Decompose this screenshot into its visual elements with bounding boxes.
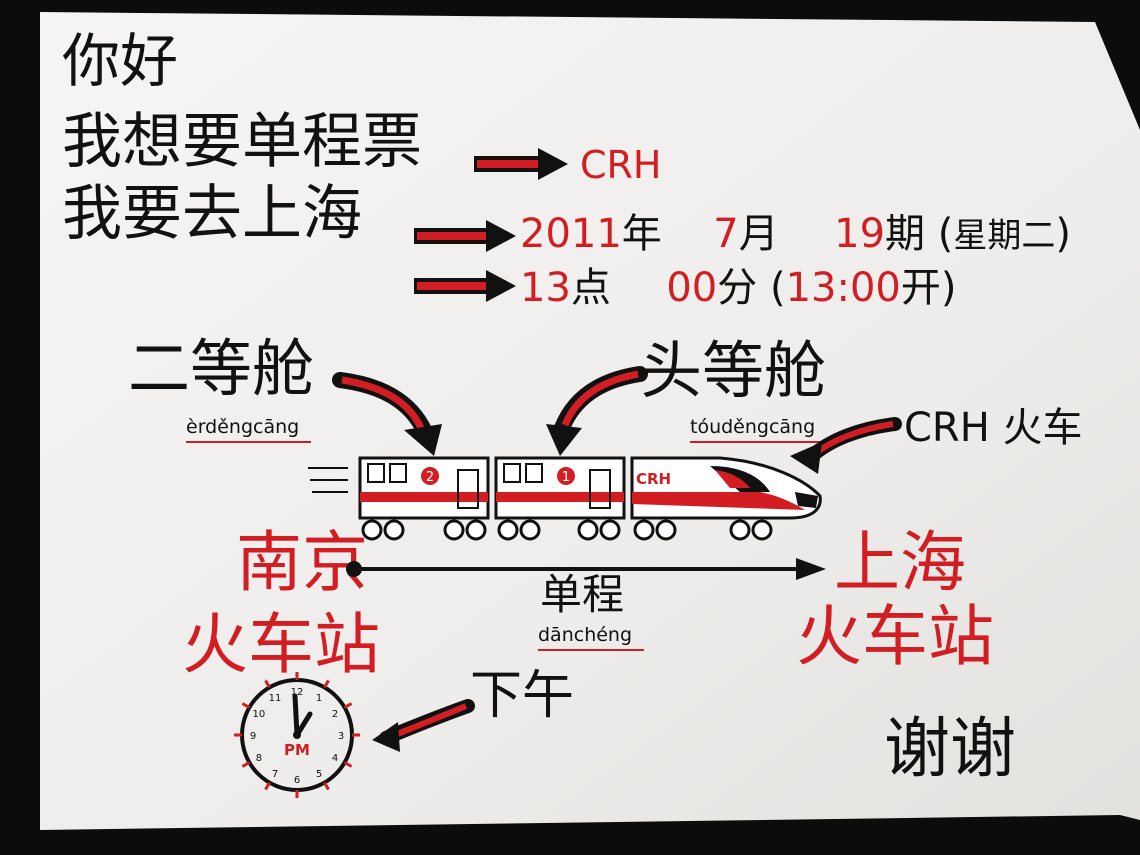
first-class-pinyin: tóuděngcāng — [690, 416, 828, 443]
clock-tick — [323, 781, 330, 791]
destination-request: 我要去上海 — [62, 179, 362, 249]
time-hour-unit: 点 — [570, 265, 611, 311]
clock-tick — [264, 679, 271, 689]
wheels — [361, 519, 773, 541]
first-class-label: 头等舱 — [640, 334, 827, 407]
arrow-icon — [414, 220, 516, 252]
date-month-unit: 月 — [738, 211, 779, 257]
clock-number: 2 — [332, 709, 338, 720]
clock-number: 6 — [294, 775, 300, 786]
first-class-car — [494, 456, 626, 520]
time-line: 13点 00分 (13:00开) — [520, 268, 956, 308]
locomotive — [630, 456, 822, 520]
greeting: 你好 — [62, 27, 179, 95]
clock-number: 1 — [316, 693, 322, 704]
crh-train-label: CRH 火车 — [904, 405, 1083, 451]
arrow-to-second-class — [332, 372, 442, 456]
depart-word: 开 — [900, 265, 941, 311]
arrow-from-afternoon — [372, 699, 475, 752]
clock-tick — [323, 679, 330, 689]
arrow-to-first-class — [546, 366, 648, 456]
arrow-icon — [414, 270, 516, 302]
origin-line1: 南京 — [236, 524, 368, 601]
train-drawing: 2 1 CRH — [308, 456, 822, 541]
date-year: 2011 — [520, 211, 622, 257]
clock-number: 10 — [253, 709, 266, 720]
route-pinyin: dānchéng — [538, 624, 645, 651]
time-minute-unit: 分 — [717, 265, 758, 311]
clock-number: 7 — [272, 769, 278, 780]
clock-tick — [241, 702, 251, 709]
date-year-unit: 年 — [621, 211, 662, 257]
clock-tick — [241, 761, 251, 768]
thanks: 谢谢 — [884, 710, 1016, 787]
destination-line1: 上海 — [834, 524, 966, 601]
date-line: 2011年 7月 19期 (星期二) — [520, 214, 1071, 254]
destination-line2: 火车站 — [796, 598, 994, 675]
route-line — [346, 558, 826, 580]
arrow-icon — [474, 148, 568, 180]
ticket-request: 我想要单程票 — [62, 107, 422, 177]
time-open: ( — [769, 265, 786, 311]
crh-answer: CRH — [580, 143, 662, 187]
clock-number: 11 — [269, 693, 282, 704]
date-day: 19 — [834, 211, 886, 257]
weekday-close: ) — [1055, 211, 1071, 257]
second-class-car — [358, 456, 490, 520]
origin-line2: 火车站 — [182, 606, 380, 683]
afternoon-label: 下午 — [470, 666, 575, 726]
clock-number: 12 — [291, 687, 304, 698]
second-class-pinyin-text: èrděngcāng — [186, 416, 300, 438]
route-pinyin-text: dānchéng — [538, 624, 633, 646]
weekday-open: ( — [937, 211, 954, 257]
clock-pm-label: PM — [284, 741, 310, 759]
car2-badge: 2 — [426, 470, 434, 485]
second-class-pinyin: èrděngcāng — [186, 416, 312, 443]
clock-number: 5 — [316, 769, 322, 780]
time-hour: 13 — [520, 265, 571, 311]
speed-lines — [308, 467, 348, 493]
locomotive-text: CRH — [636, 470, 671, 488]
weekday: 星期二 — [953, 216, 1056, 256]
clock-number: 3 — [338, 731, 344, 742]
car1-badge: 1 — [562, 470, 570, 485]
route-label: 单程 — [540, 570, 625, 619]
clock-tick — [343, 761, 353, 768]
clock-tick — [264, 781, 271, 791]
clock-number: 8 — [256, 753, 262, 764]
date-month: 7 — [713, 211, 739, 257]
arrow-to-locomotive — [790, 417, 902, 474]
time-minute: 00 — [666, 265, 718, 311]
clock-tick — [343, 702, 353, 709]
date-day-unit: 期 — [885, 211, 926, 257]
second-class-label: 二等舱 — [128, 332, 315, 405]
clock-number: 4 — [332, 753, 338, 764]
first-class-pinyin-text: tóuděngcāng — [690, 416, 816, 438]
clock-number: 9 — [250, 731, 256, 742]
departure-time: 13:00 — [785, 265, 901, 311]
time-close: ) — [940, 265, 957, 311]
